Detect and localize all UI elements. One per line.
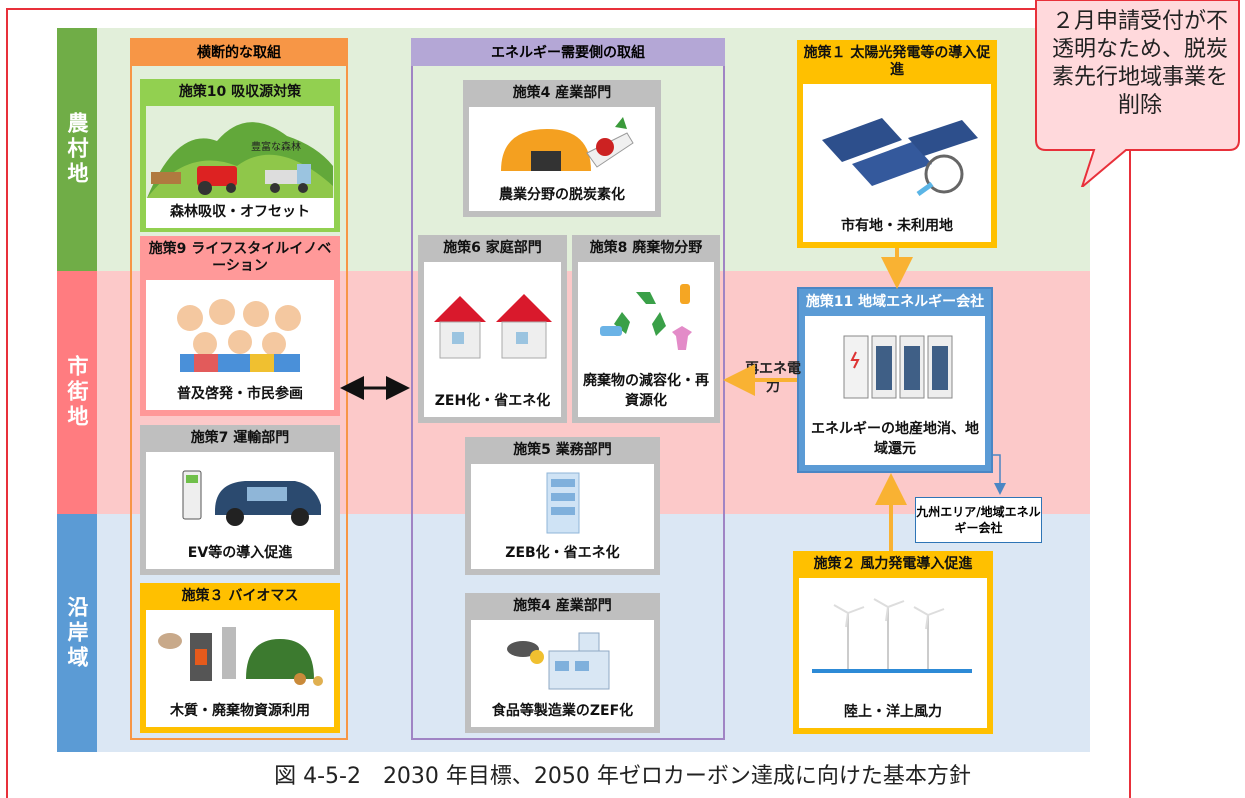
card-title: 施策11 地域エネルギー会社 bbox=[805, 294, 985, 310]
card-title: 施策4 産業部門 bbox=[512, 85, 612, 101]
card-measure-9: 施策9 ライフスタイルイノベーション 普及啓発・市民参画 bbox=[140, 236, 340, 416]
office-building-illustration bbox=[471, 464, 654, 539]
callout-bubble bbox=[1035, 0, 1240, 187]
card-measure-4-food: 施策4 産業部門 食品等製造業のZEF化 bbox=[465, 593, 660, 733]
cross-column-header: 横断的な取組 bbox=[130, 38, 348, 66]
card-title: 施策9 ライフスタイルイノベーション bbox=[148, 241, 332, 274]
callout-text: ２月申請受付が不透明なため、脱炭素先行地域事業を削除 bbox=[1051, 9, 1228, 118]
card-title: 施策4 産業部門 bbox=[513, 598, 612, 614]
card-title: 施策8 廃棄物分野 bbox=[589, 240, 703, 256]
renewable-power-label: 再エネ電力 bbox=[745, 361, 801, 395]
card-title: 施策7 運輸部門 bbox=[190, 430, 290, 446]
demand-column-header: エネルギー需要側の取組 bbox=[411, 38, 725, 66]
card-measure-10: 施策10 吸収源対策 豊富な森林 森林吸収・オフセット bbox=[140, 79, 340, 232]
people-cheering-illustration bbox=[146, 280, 334, 380]
factory-illustration bbox=[471, 620, 654, 697]
wind-turbine-illustration bbox=[799, 578, 987, 698]
houses-illustration bbox=[424, 262, 561, 387]
card-measure-3: 施策３ バイオマス 木質・廃棄物資源利用 bbox=[140, 583, 340, 733]
card-title: 施策２ 風力発電導入促進 bbox=[813, 556, 973, 572]
card-caption: 廃棄物の減容化・再資源化 bbox=[583, 373, 709, 409]
greenhouse-illustration bbox=[469, 107, 655, 181]
card-measure-7: 施策7 運輸部門 EV等の導入促進 bbox=[140, 425, 340, 575]
card-measure-5: 施策5 業務部門 ZEB化・省エネ化 bbox=[465, 437, 660, 575]
forest-label: 豊富な森林 bbox=[251, 140, 301, 153]
solar-panel-illustration bbox=[803, 84, 991, 212]
recycle-illustration bbox=[578, 262, 714, 367]
card-measure-2: 施策２ 風力発電導入促進 陸上・洋上風力 bbox=[793, 551, 993, 734]
ev-charging-illustration bbox=[146, 452, 334, 539]
card-title: 施策１ 太陽光発電等の導入促進 bbox=[803, 45, 991, 78]
biomass-illustration bbox=[146, 610, 334, 697]
card-caption: 陸上・洋上風力 bbox=[844, 704, 942, 720]
arrow-energy-company-to-kyushu bbox=[993, 454, 1006, 495]
card-title: 施策10 吸収源対策 bbox=[178, 84, 302, 100]
card-measure-8: 施策8 廃棄物分野 廃棄物の減容化・再資源化 bbox=[572, 235, 720, 423]
card-caption: エネルギーの地産地消、地域還元 bbox=[811, 421, 979, 457]
figure-caption: 図 4-5-2 2030 年目標、2050 年ゼロカーボン達成に向けた基本方針 bbox=[274, 764, 971, 789]
card-caption: 木質・廃棄物資源利用 bbox=[170, 703, 310, 719]
card-caption: 森林吸収・オフセット bbox=[170, 204, 310, 220]
card-measure-1: 施策１ 太陽光発電等の導入促進 市有地・未利用地 bbox=[797, 40, 997, 248]
region-label-coastal: 沿岸域 bbox=[57, 514, 97, 752]
card-measure-6: 施策6 家庭部門 ZEH化・省エネ化 bbox=[418, 235, 567, 423]
card-title: 施策5 業務部門 bbox=[513, 442, 612, 458]
card-title: 施策３ バイオマス bbox=[181, 588, 299, 604]
battery-storage-illustration bbox=[805, 316, 985, 415]
outer-frame bbox=[6, 8, 1131, 798]
card-measure-4-agri: 施策4 産業部門 農業分野の脱炭素化 bbox=[463, 80, 661, 217]
card-caption: EV等の導入促進 bbox=[187, 545, 293, 561]
card-caption: ZEH化・省エネ化 bbox=[434, 393, 551, 409]
region-label-rural: 農村地 bbox=[57, 28, 97, 271]
card-title: 施策6 家庭部門 bbox=[443, 240, 542, 256]
forest-illustration: 豊富な森林 bbox=[146, 106, 334, 198]
kyushu-energy-box: 九州エリア/地域エネルギー会社 bbox=[915, 497, 1042, 543]
card-caption: 農業分野の脱炭素化 bbox=[499, 187, 625, 203]
card-caption: ZEB化・省エネ化 bbox=[505, 545, 620, 561]
card-caption: 食品等製造業のZEF化 bbox=[491, 703, 634, 719]
region-label-urban: 市街地 bbox=[57, 271, 97, 514]
card-caption: 市有地・未利用地 bbox=[841, 218, 953, 234]
card-caption: 普及啓発・市民参画 bbox=[177, 386, 303, 402]
